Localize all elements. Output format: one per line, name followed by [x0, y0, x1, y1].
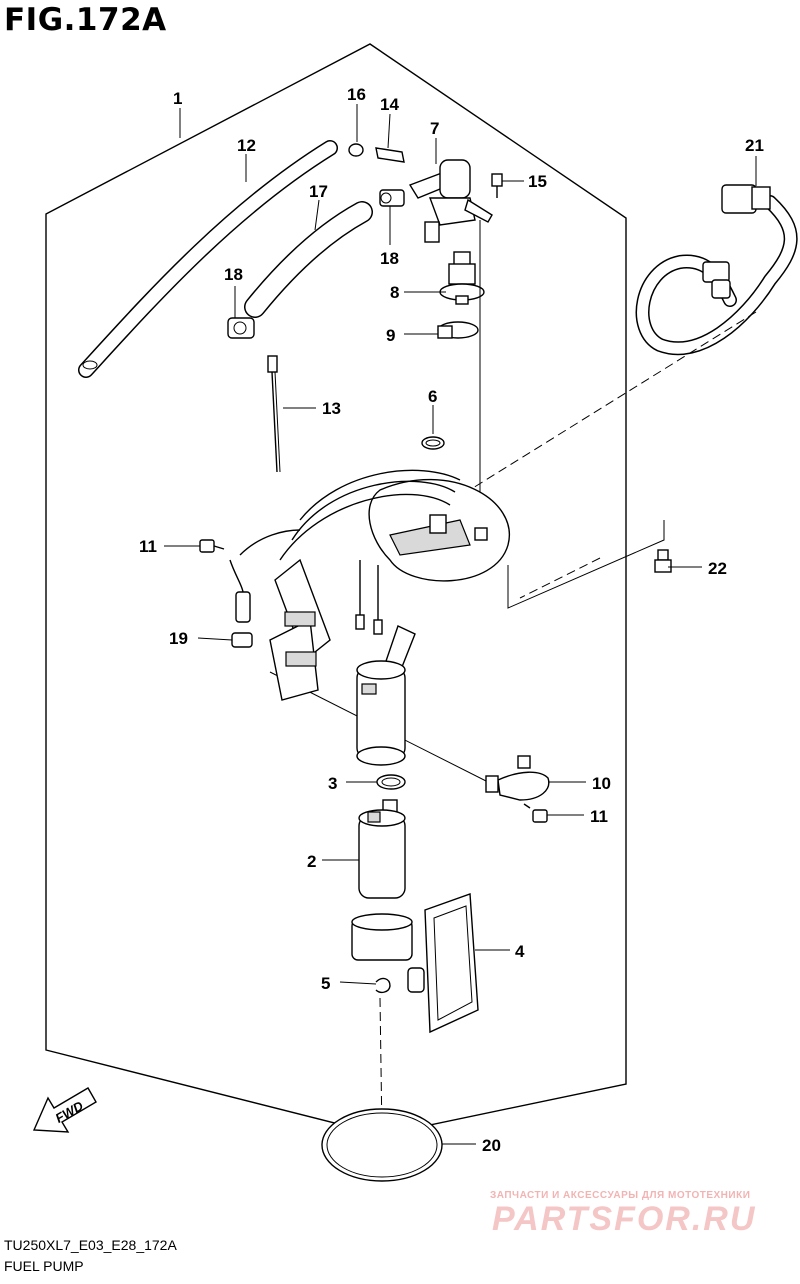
- part-11-screw-upper: [199, 539, 225, 553]
- part-16-clip: [348, 143, 364, 157]
- part-3-oring: [376, 774, 406, 790]
- callout-18-right: 18: [380, 249, 399, 268]
- fwd-arrow-icon: FWD: [32, 1087, 97, 1133]
- part-22-bolt: [654, 549, 672, 573]
- part-2-fuel-pump: [358, 799, 406, 899]
- callout-12: 12: [237, 136, 256, 155]
- callout-10: 10: [592, 774, 611, 793]
- callout-19: 19: [169, 629, 188, 648]
- part-13-cable-tie: [267, 355, 281, 473]
- part-14-nipple: [375, 147, 405, 163]
- part-11-screw-lower: [523, 803, 548, 823]
- part-18-clamp-lower: [227, 317, 255, 339]
- watermark-logo: PARTSFOR.RU: [492, 1200, 757, 1238]
- callout-22: 22: [708, 559, 727, 578]
- part-18-clamp-upper: [379, 189, 405, 207]
- callout-3: 3: [328, 774, 337, 793]
- callout-11-lower: 11: [590, 807, 608, 826]
- callout-13: 13: [322, 399, 341, 418]
- callout-17: 17: [309, 182, 328, 201]
- pump-housing: [356, 625, 416, 766]
- callout-2: 2: [307, 852, 316, 871]
- callout-1: 1: [173, 89, 182, 108]
- part-19-clip: [231, 632, 253, 648]
- callout-8: 8: [390, 283, 399, 302]
- callout-9: 9: [386, 326, 395, 345]
- part-10-band: [485, 755, 550, 801]
- figure-title: FIG.172A: [4, 2, 167, 38]
- callout-21: 21: [745, 136, 764, 155]
- callout-6: 6: [428, 387, 437, 406]
- part-15-screw: [491, 173, 503, 198]
- callout-15: 15: [528, 172, 547, 191]
- callout-14: 14: [380, 95, 399, 114]
- part-9-bracket: [437, 321, 479, 339]
- part-21-fuel-hose: [635, 184, 798, 356]
- callout-18-left: 18: [224, 265, 243, 284]
- part-7-valve: [408, 159, 493, 243]
- watermark-tagline: ЗАПЧАСТИ И АКСЕССУАРЫ ДЛЯ МОТОТЕХНИКИ: [490, 1190, 751, 1201]
- callout-20: 20: [482, 1136, 501, 1155]
- part-5-circlip: [375, 977, 391, 994]
- part-20-gasket: [321, 1108, 443, 1182]
- pump-bracket-assembly: [229, 469, 511, 701]
- callout-4: 4: [515, 942, 525, 961]
- assembly-frame: [45, 43, 627, 1136]
- part-4-filter: [351, 893, 479, 1034]
- callout-5: 5: [321, 974, 330, 993]
- part-6-oring: [421, 436, 445, 450]
- part-8-sender: [439, 251, 485, 305]
- figure-code: TU250XL7_E03_E28_172A: [4, 1237, 177, 1253]
- callout-7: 7: [430, 119, 439, 138]
- callout-11-upper: 11: [139, 537, 157, 556]
- figure-name: FUEL PUMP: [4, 1258, 84, 1274]
- callout-16: 16: [347, 85, 366, 104]
